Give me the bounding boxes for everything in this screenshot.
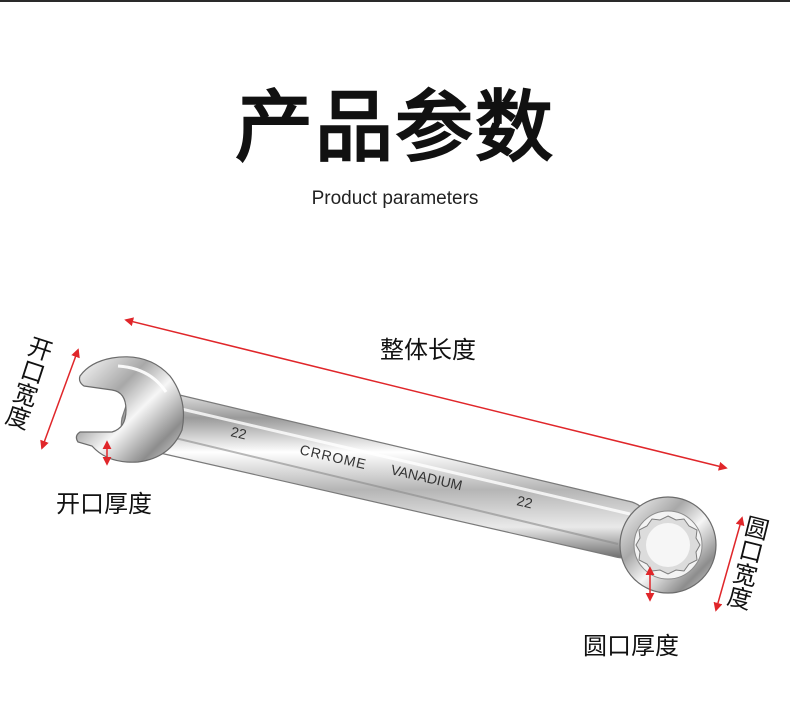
ring-end-width-arrow xyxy=(713,516,745,612)
page-title: 产品参数 xyxy=(234,83,555,173)
page-subtitle: Product parameters xyxy=(311,188,479,209)
ring-end-thickness-label: 圆口厚度 xyxy=(583,632,679,660)
wrench: 22 CRROME VANADIUM 22 xyxy=(75,356,717,594)
open-end-thickness-label: 开口厚度 xyxy=(56,490,152,518)
open-end-width-arrow xyxy=(40,348,80,450)
marking-size-ring-end: 22 xyxy=(515,492,534,511)
wrench-open-end xyxy=(75,356,185,463)
top-border-line xyxy=(0,0,790,2)
total-length-label: 整体长度 xyxy=(380,336,476,364)
total-length-arrow xyxy=(124,317,728,471)
